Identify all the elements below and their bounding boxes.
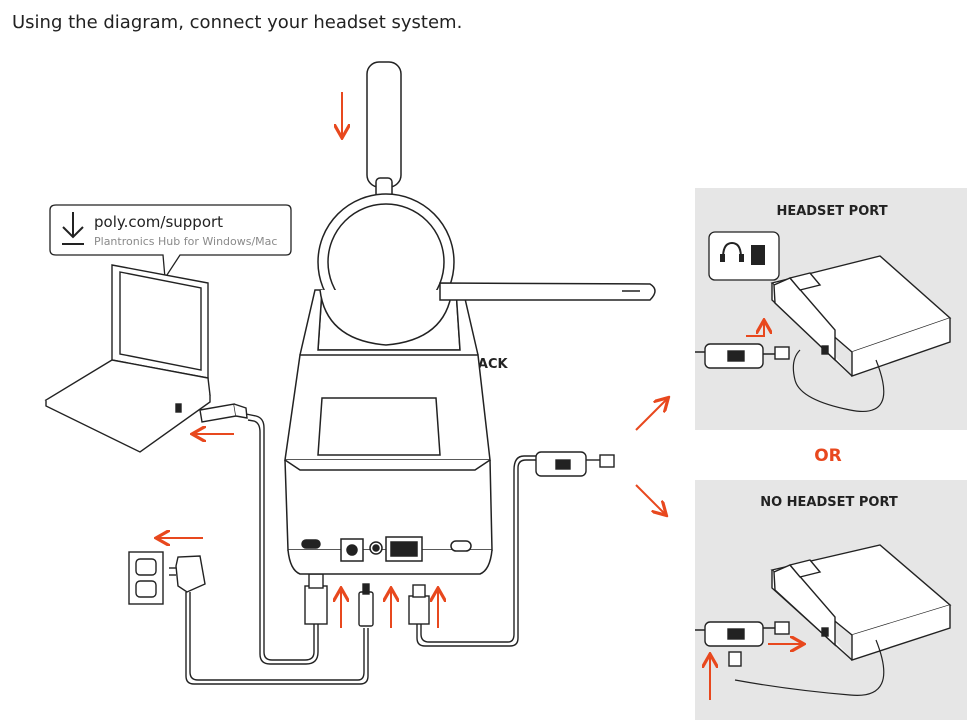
adapter-no-headset-port xyxy=(695,621,790,667)
direction-arrows xyxy=(158,92,802,700)
support-subtitle: Plantronics Hub for Windows/Mac xyxy=(94,235,277,248)
download-icon xyxy=(62,212,84,245)
power-connector xyxy=(358,583,374,627)
no-headset-port-label: NO HEADSET PORT xyxy=(760,495,898,510)
cables xyxy=(185,413,536,685)
support-url[interactable]: poly.com/support xyxy=(94,213,223,231)
usb-plug xyxy=(199,403,248,423)
instruction-text: Using the diagram, connect your headset … xyxy=(12,12,463,33)
power-adapter xyxy=(169,555,206,593)
usb-connector xyxy=(304,573,328,625)
phone-connector xyxy=(408,584,430,625)
phone-adapter-base-output xyxy=(535,451,615,477)
headset xyxy=(317,61,656,346)
wall-outlet xyxy=(128,551,164,605)
laptop xyxy=(44,264,211,453)
adapter-headset-port xyxy=(695,343,790,369)
or-label: OR xyxy=(814,446,842,466)
headset-port-icon-callout xyxy=(708,231,780,281)
support-callout: poly.com/support Plantronics Hub for Win… xyxy=(49,204,292,280)
headset-port-coil-cord xyxy=(792,349,885,412)
headset-port-label: HEADSET PORT xyxy=(776,204,887,219)
desk-phone-no-headset-port xyxy=(770,544,952,661)
no-headset-port-coil-cord xyxy=(734,639,885,696)
desk-phone-headset-port xyxy=(770,255,952,377)
